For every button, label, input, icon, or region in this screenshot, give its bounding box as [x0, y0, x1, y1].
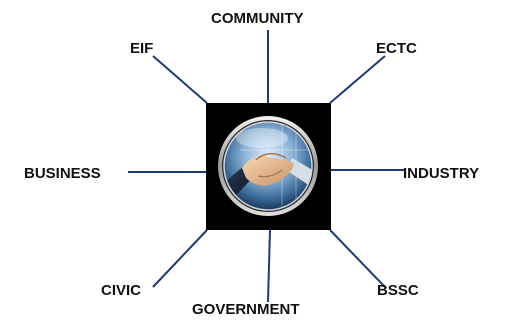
node-label-eif: EIF [130, 40, 154, 57]
node-label-community: COMMUNITY [211, 10, 304, 27]
connector-government [267, 229, 271, 303]
node-label-ectc: ECTC [376, 40, 417, 57]
connector-bssc [329, 229, 386, 288]
connector-lines [128, 30, 404, 303]
connector-ectc [329, 55, 386, 104]
handshake-icon [218, 116, 318, 216]
node-label-civic: CIVIC [101, 282, 142, 299]
node-label-government: GOVERNMENT [192, 301, 300, 318]
node-label-business: BUSINESS [24, 165, 101, 182]
node-label-industry: INDUSTRY [403, 165, 480, 182]
node-label-bssc: BSSC [377, 282, 419, 299]
connector-eif [152, 55, 208, 104]
connector-civic [152, 229, 208, 288]
